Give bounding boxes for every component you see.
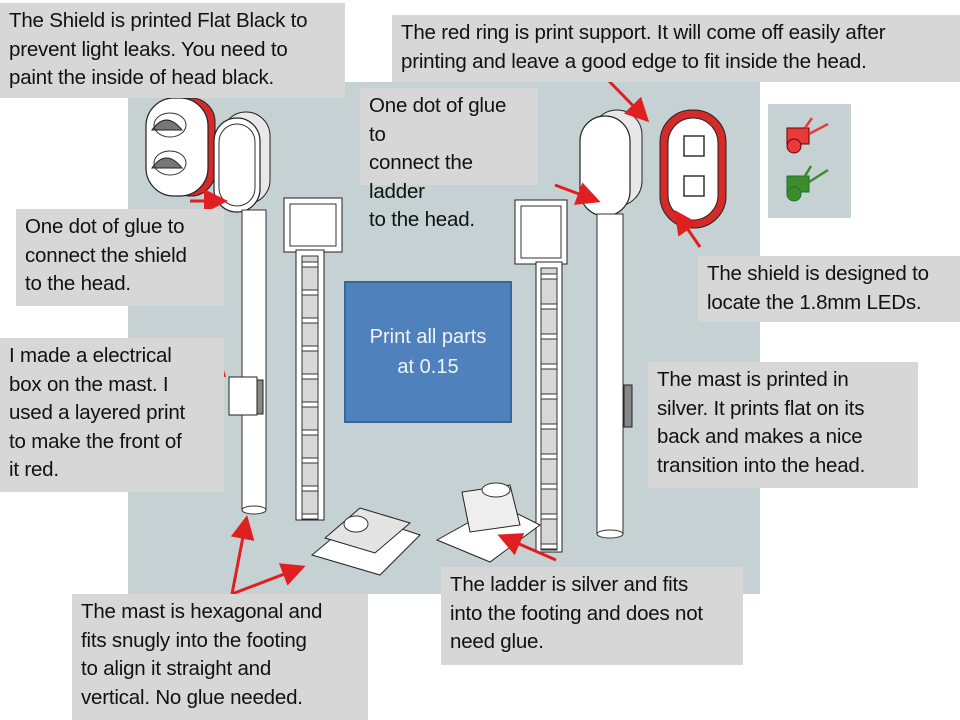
ladder-rung xyxy=(301,457,319,464)
ladder-rung xyxy=(540,363,558,370)
right-footing xyxy=(435,482,541,563)
arrow-red-ring xyxy=(606,78,650,123)
right-shield xyxy=(659,109,727,229)
note-shield-leds: The shield is designed to locate the 1.8… xyxy=(698,256,960,322)
left-ladder-rungs xyxy=(301,261,319,520)
arrow-mast-bottom xyxy=(230,515,255,595)
ladder-rung xyxy=(540,453,558,460)
left-shield xyxy=(145,97,216,197)
ladder-rung xyxy=(301,345,319,352)
ladder-rung xyxy=(301,401,319,408)
note-shield-flat-black: The Shield is printed Flat Black to prev… xyxy=(0,3,345,98)
note-ladder-silver: The ladder is silver and fits into the f… xyxy=(441,567,743,665)
ladder-rung xyxy=(540,333,558,340)
ladder-rung xyxy=(540,483,558,490)
ladder-rung xyxy=(301,513,319,520)
ladder-rung xyxy=(301,289,319,296)
ladder-rung xyxy=(540,393,558,400)
right-ladder-rungs xyxy=(540,273,558,550)
ladder-rung xyxy=(540,543,558,550)
arrow-shield-leds xyxy=(674,210,702,248)
arrow-footing xyxy=(231,563,306,596)
arrow-glue-ladder xyxy=(554,182,601,205)
ladder-rung xyxy=(540,423,558,430)
ladder-rung xyxy=(301,373,319,380)
left-footing xyxy=(310,507,421,576)
left-mast xyxy=(228,209,267,515)
red-led-icon xyxy=(786,117,829,154)
note-mast-silver: The mast is printed in silver. It prints… xyxy=(648,362,918,488)
note-glue-shield: One dot of glue to connect the shield to… xyxy=(16,209,224,306)
right-ladder xyxy=(514,199,568,553)
left-ladder xyxy=(283,197,343,521)
ladder-rung xyxy=(540,273,558,280)
note-glue-ladder: One dot of glue to connect the ladder to… xyxy=(360,88,538,231)
print-settings-callout: Print all parts at 0.15 xyxy=(344,281,512,423)
green-led-icon xyxy=(786,165,829,202)
ladder-rung xyxy=(301,317,319,324)
note-electrical-box: I made a electrical box on the mast. I u… xyxy=(0,338,224,492)
ladder-rung xyxy=(301,261,319,268)
note-red-ring-support: The red ring is print support. It will c… xyxy=(392,15,960,82)
ladder-rung xyxy=(301,429,319,436)
right-head xyxy=(579,109,643,539)
arrow-ladder-footing xyxy=(497,533,557,562)
ladder-rung xyxy=(301,485,319,492)
left-head xyxy=(213,111,271,213)
ladder-rung xyxy=(540,513,558,520)
note-mast-hexagonal: The mast is hexagonal and fits snugly in… xyxy=(72,594,368,720)
ladder-rung xyxy=(540,303,558,310)
